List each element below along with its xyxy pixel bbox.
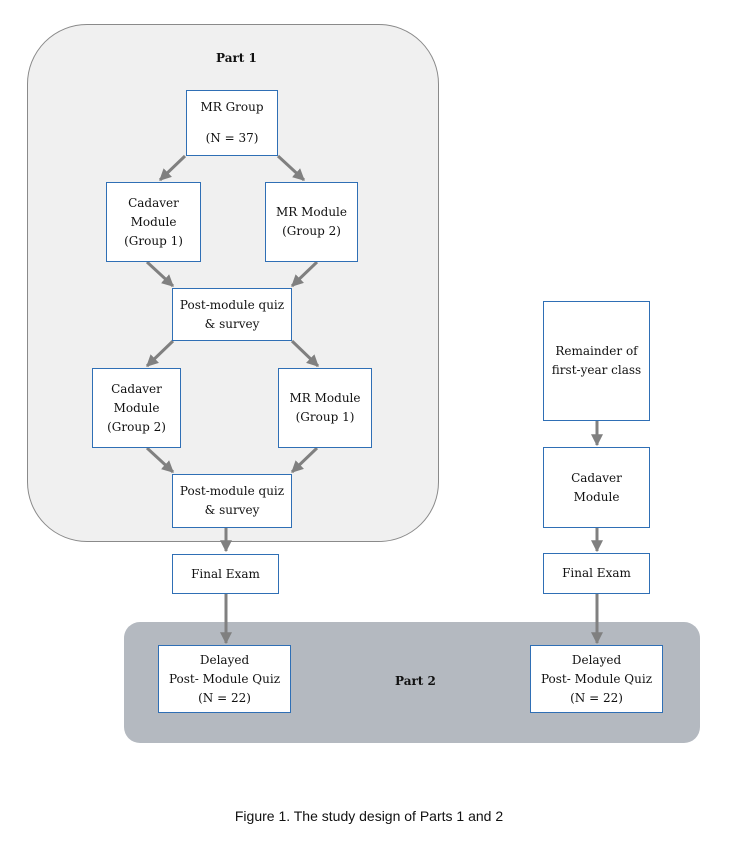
remainder-class-box: Remainder of first-year class bbox=[543, 301, 650, 421]
node-text-line: (N = 22) bbox=[570, 690, 623, 705]
node-text-line: Post- Module Quiz bbox=[540, 671, 653, 686]
node-text-line: Cadaver bbox=[111, 381, 162, 396]
cadaver-module-right-box: Cadaver Module bbox=[543, 447, 650, 528]
node-text-line: Post-module quiz bbox=[179, 297, 285, 312]
node-text-line: (Group 1) bbox=[124, 233, 183, 248]
cadaver-module-group1-box: Cadaver Module (Group 1) bbox=[106, 182, 201, 262]
node-text-line: Module bbox=[573, 489, 620, 504]
node-text-line: Post-module quiz bbox=[179, 484, 285, 498]
node-text-line: (N = 22) bbox=[198, 690, 251, 705]
node-text-line: Cadaver bbox=[128, 195, 179, 210]
part1-title: Part 1 bbox=[216, 51, 257, 65]
node-text-line: Final Exam bbox=[562, 566, 631, 580]
delayed-quiz-left-box: Delayed Post- Module Quiz (N = 22) bbox=[158, 645, 291, 713]
part2-title: Part 2 bbox=[395, 674, 436, 688]
node-text-line: Remainder of bbox=[555, 344, 638, 358]
node-text-line: Post- Module Quiz bbox=[168, 671, 281, 686]
node-text-line: MR Module bbox=[289, 391, 361, 405]
node-text-line: (Group 2) bbox=[107, 419, 166, 434]
delayed-quiz-right-box: Delayed Post- Module Quiz (N = 22) bbox=[530, 645, 663, 713]
cadaver-module-group2-box: Cadaver Module (Group 2) bbox=[92, 368, 181, 448]
node-text-line: Module bbox=[130, 214, 177, 229]
node-text-line: Delayed bbox=[571, 652, 622, 667]
node-text-line: first-year class bbox=[551, 363, 642, 377]
final-exam-left-box: Final Exam bbox=[172, 554, 279, 594]
node-text-line: & survey bbox=[204, 316, 260, 331]
mr-module-group1-box: MR Module (Group 1) bbox=[278, 368, 372, 448]
post-module-quiz-survey-1-box: Post-module quiz & survey bbox=[172, 288, 292, 341]
mr-group-count: (N = 37) bbox=[205, 131, 259, 145]
final-exam-right-box: Final Exam bbox=[543, 553, 650, 594]
node-text-line: (Group 1) bbox=[295, 410, 355, 424]
node-text-line: Delayed bbox=[199, 652, 250, 667]
node-text-line: Module bbox=[113, 400, 160, 415]
node-text-line: Cadaver bbox=[571, 470, 622, 485]
node-text-line: Final Exam bbox=[191, 566, 260, 581]
post-module-quiz-survey-2-box: Post-module quiz & survey bbox=[172, 474, 292, 528]
mr-group-box: MR Group (N = 37) bbox=[186, 90, 278, 156]
node-text-line: (Group 2) bbox=[282, 224, 341, 238]
mr-module-group2-box: MR Module (Group 2) bbox=[265, 182, 358, 262]
node-text-line: MR Module bbox=[276, 205, 347, 219]
node-text-line: & survey bbox=[204, 503, 260, 517]
mr-group-label: MR Group bbox=[200, 100, 264, 114]
figure-caption: Figure 1. The study design of Parts 1 an… bbox=[234, 808, 504, 824]
